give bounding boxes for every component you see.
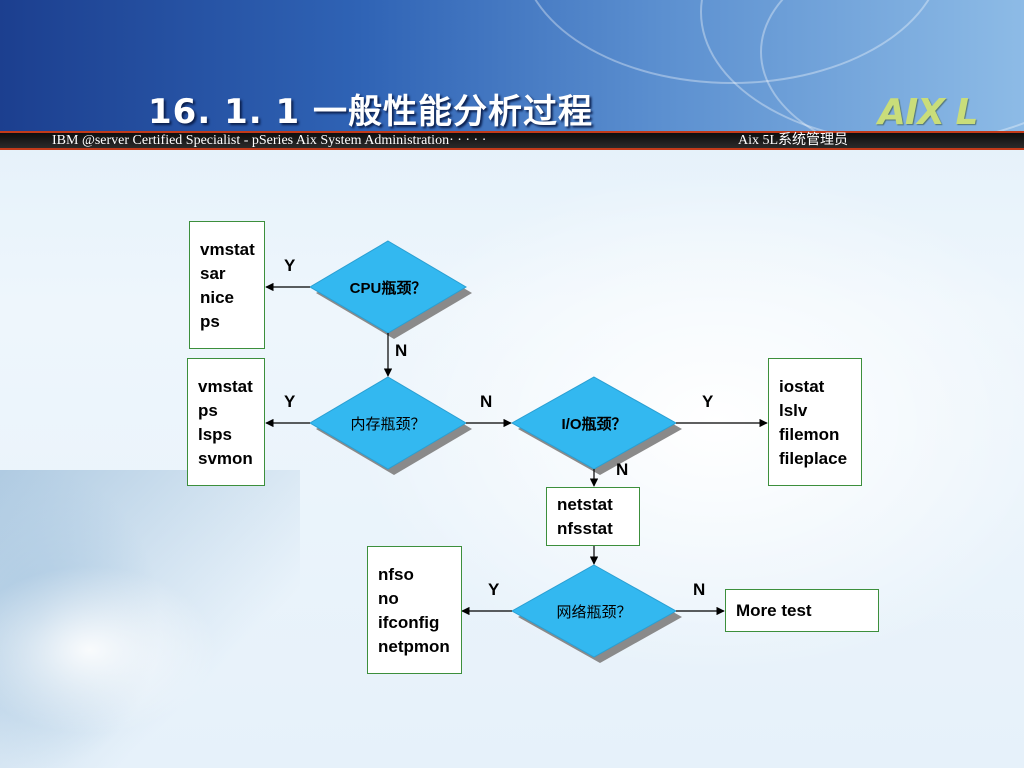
tool-item: netstat: [557, 495, 613, 514]
tool-item: iostat: [779, 377, 825, 396]
box-network-tools: nfso no ifconfig netpmon: [367, 546, 462, 674]
banner-right-text: Aix 5L系统管理员: [738, 133, 849, 148]
label-cpu-yes: Y: [284, 256, 296, 275]
decision-io-label: I/O瓶颈？: [524, 413, 664, 434]
tool-item: vmstat: [198, 377, 253, 396]
tool-item: lslv: [779, 401, 808, 420]
slide-title: 16. 1. 1 一般性能分析过程: [148, 92, 593, 132]
aix-logo: AIX L: [878, 92, 978, 133]
decision-io: [510, 376, 682, 475]
tool-item: nice: [200, 288, 235, 307]
label-mem-no: N: [480, 392, 493, 411]
tool-item: ps: [200, 312, 220, 331]
decision-memory: [309, 376, 472, 475]
tool-item: sar: [200, 264, 226, 283]
tool-item: ps: [198, 401, 218, 420]
decision-cpu: [309, 240, 472, 339]
decision-memory-label: 内存瓶颈？: [350, 416, 426, 433]
label-net-yes: Y: [488, 580, 500, 599]
decision-io-text: I/O瓶颈？: [561, 416, 627, 433]
tool-item: ifconfig: [378, 613, 440, 632]
box-nfs-tools: netstat nfsstat: [546, 487, 640, 546]
tool-item: no: [378, 589, 399, 608]
tool-item: netpmon: [378, 637, 450, 656]
tool-item: vmstat: [200, 240, 255, 259]
label-io-no: N: [616, 460, 629, 479]
box-io-tools: iostat lslv filemon fileplace: [768, 358, 862, 486]
label-cpu-no: N: [395, 341, 408, 360]
background-photo: [0, 470, 300, 768]
box-cpu-tools: vmstat sar nice ps: [189, 221, 265, 349]
label-mem-yes: Y: [284, 392, 296, 411]
more-test-text: More test: [736, 601, 812, 620]
decision-cpu-text: CPU瓶颈？: [349, 280, 427, 297]
label-io-yes: Y: [702, 392, 714, 411]
tool-item: nfso: [378, 565, 414, 584]
tool-item: lsps: [198, 425, 233, 444]
box-more-test: More test: [725, 589, 879, 632]
banner-bar: IBM @server Certified Specialist - pSeri…: [0, 131, 1024, 150]
tool-item: filemon: [779, 425, 840, 444]
box-memory-tools: vmstat ps lsps svmon: [187, 358, 265, 486]
tool-item: svmon: [198, 449, 253, 468]
tool-item: nfsstat: [557, 519, 613, 538]
label-net-no: N: [693, 580, 706, 599]
header-band: [0, 0, 1024, 132]
banner-left-text: IBM @server Certified Specialist - pSeri…: [52, 133, 487, 148]
decision-network: [510, 564, 682, 663]
decision-cpu-label: CPU瓶颈？: [318, 277, 458, 298]
decision-network-label: 网络瓶颈？: [556, 604, 632, 621]
tool-item: fileplace: [779, 449, 848, 468]
